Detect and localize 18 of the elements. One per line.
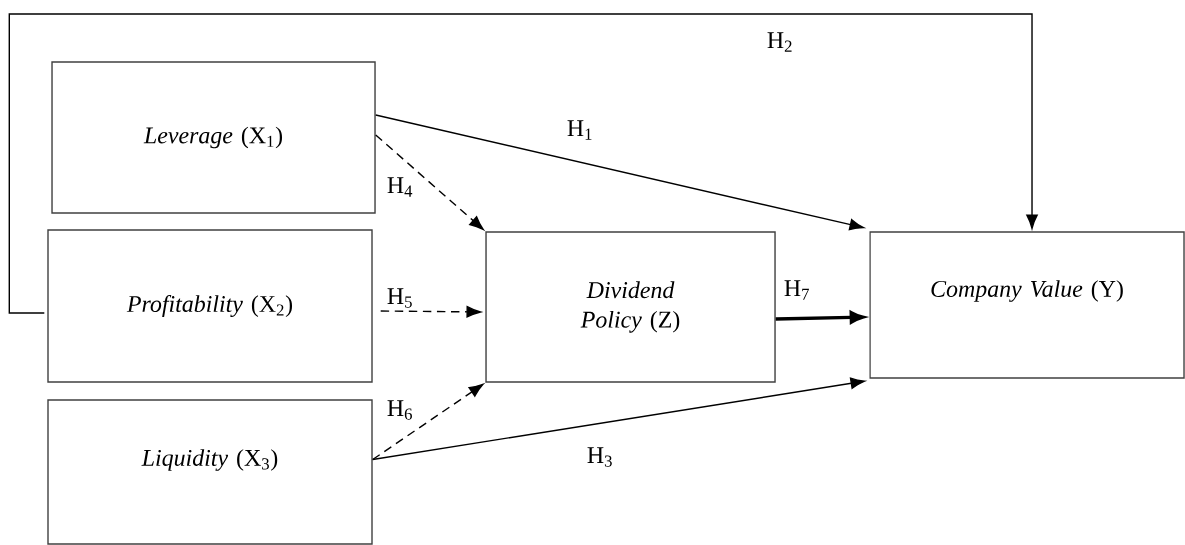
variable-box: Dividend Policy (Z) [485, 231, 776, 383]
edge-label: H$_{4}$ [387, 177, 413, 197]
arrow [380, 306, 482, 318]
arrow [8, 13, 1038, 314]
variable-box: Leverage (X$_{1}$) [51, 61, 376, 214]
edge-label: H$_{1}$ [567, 120, 592, 140]
variable-box: Profitability (X$_{2}$) [47, 229, 373, 383]
arrow [372, 383, 484, 461]
edge-label: H$_{2}$ [767, 32, 792, 52]
edge-label: H$_{5}$ [387, 288, 412, 308]
edge-label: H$_{3}$ [587, 447, 612, 467]
edge-label: H$_{7}$ [784, 280, 809, 300]
arrow [375, 134, 484, 231]
arrow [375, 114, 865, 231]
edge-label: H$_{6}$ [387, 400, 412, 420]
variable-box: Company Value (Y) [869, 231, 1185, 379]
variable-box: Liquidity (X$_{3}$) [47, 399, 373, 545]
arrow [372, 377, 866, 461]
